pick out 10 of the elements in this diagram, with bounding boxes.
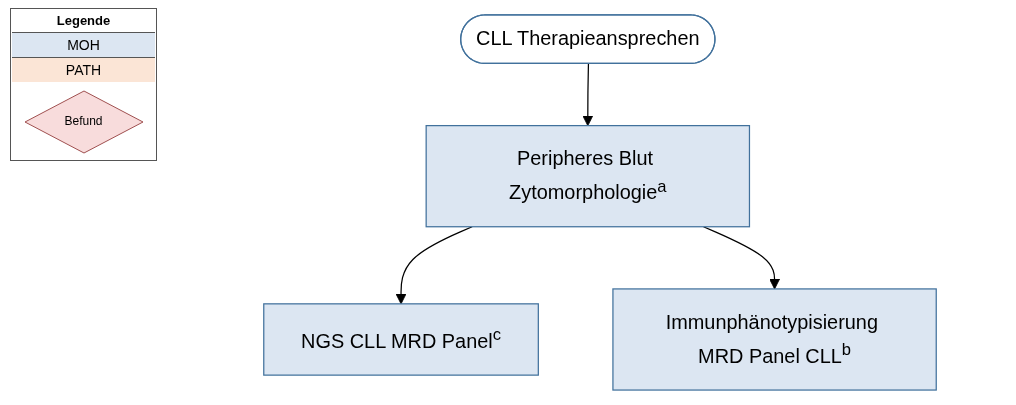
- legend-swatch: PATH: [12, 57, 155, 82]
- node-box: Immunphänotypisierung MRD Panel CLL$^{b}$: [612, 288, 937, 391]
- legend-swatch: MOH: [12, 32, 155, 57]
- arrow: [582, 63, 594, 127]
- legend-title: Legende: [55, 12, 112, 30]
- node-box: Peripheres Blut Zytomorphologie$^{a}$: [425, 125, 751, 228]
- arrow: [395, 226, 473, 305]
- node-box: NGS CLL MRD Panel$^{c}$: [263, 303, 539, 376]
- arrow: [702, 226, 781, 290]
- legend-label: Befund: [63, 114, 104, 128]
